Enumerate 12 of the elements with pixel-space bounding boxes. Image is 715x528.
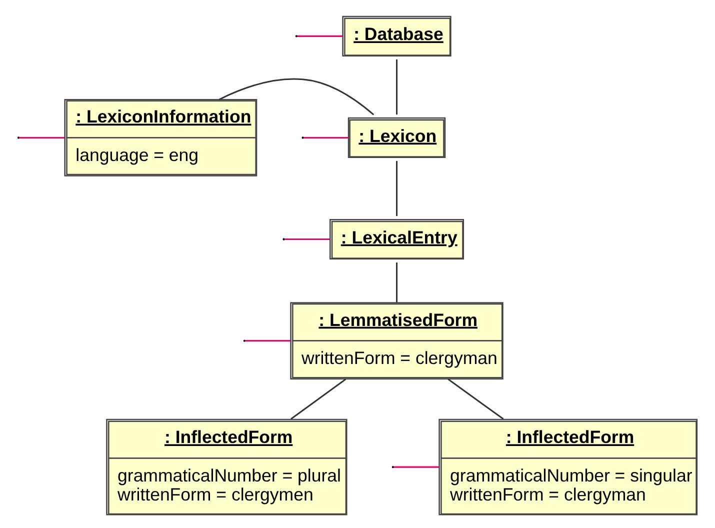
connector	[396, 59, 398, 115]
connector	[394, 466, 439, 468]
connector	[290, 378, 346, 420]
connector	[297, 35, 343, 37]
connector	[304, 136, 348, 138]
connector	[218, 78, 374, 116]
connector	[19, 136, 64, 138]
connector	[396, 262, 398, 302]
connector	[448, 378, 504, 420]
connector	[245, 340, 291, 342]
connector	[396, 160, 398, 216]
connector	[284, 238, 330, 240]
